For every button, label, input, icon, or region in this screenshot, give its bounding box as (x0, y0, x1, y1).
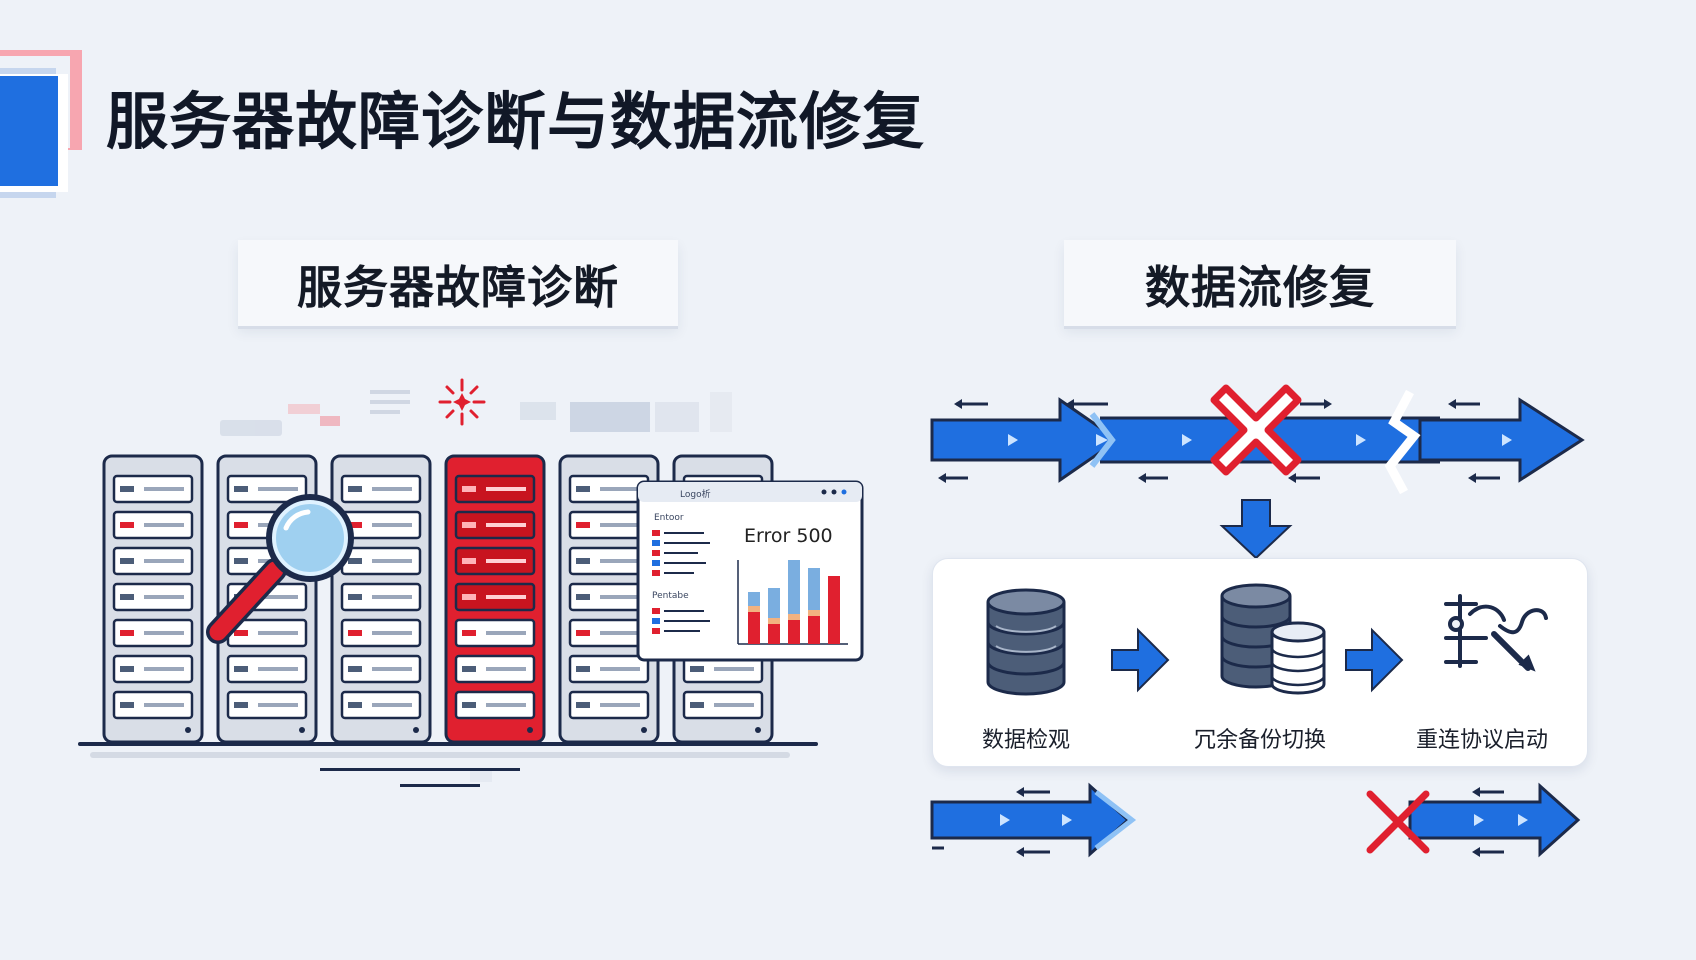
step-arrow-icon (1111, 627, 1170, 693)
step-label-1: 数据检观 (981, 728, 1070, 753)
right-section-header: 数据流修复 (1064, 240, 1456, 326)
log-label-bottom: Pentabe (652, 591, 689, 601)
reconnect-tool-icon (1444, 594, 1548, 672)
restored-flow-illustration (930, 782, 1581, 858)
backup-step-icons (986, 583, 1548, 696)
database-icon (986, 588, 1066, 696)
log-window-title: Logo析 (680, 488, 711, 500)
step-label-2: 冗余备份切换 (1193, 728, 1326, 753)
failure-x-icon (1210, 384, 1302, 476)
flow-chevrons (986, 434, 1512, 446)
data-flow-illustration (930, 384, 1585, 560)
error-code-text: Error 500 (744, 525, 833, 547)
server-rack (330, 454, 432, 744)
decor-bits (110, 390, 732, 782)
server-rack (102, 454, 204, 744)
backup-database-icon (1220, 583, 1326, 695)
log-bar-blue (788, 560, 800, 620)
server-rack (558, 454, 660, 744)
title-accent-icon (0, 50, 82, 198)
log-label-top: Entoor (654, 513, 684, 523)
right-section-title: 数据流修复 (1144, 260, 1375, 314)
log-bar-blue (808, 568, 820, 616)
failure-x-small-icon (1366, 790, 1430, 854)
server-rack (444, 454, 546, 744)
log-bar-red (768, 624, 780, 644)
log-window: Logo析 Entoor Pentabe Error 500 (636, 480, 864, 662)
magnifier-icon (206, 494, 354, 644)
flow-small-arrows (938, 399, 1500, 483)
log-bar-red (788, 620, 800, 644)
alert-spark-icon (438, 378, 486, 426)
log-bar-red (828, 576, 840, 644)
log-bar-red (808, 616, 820, 644)
page-title: 服务器故障诊断与数据流修复 (106, 85, 926, 158)
left-section-title: 服务器故障诊断 (296, 260, 619, 314)
log-bar-red (748, 612, 760, 644)
log-bar-blue (768, 588, 780, 624)
left-section-header: 服务器故障诊断 (238, 240, 678, 326)
step-arrow-icon (1345, 627, 1404, 693)
step-label-3: 重连协议启动 (1415, 728, 1548, 753)
